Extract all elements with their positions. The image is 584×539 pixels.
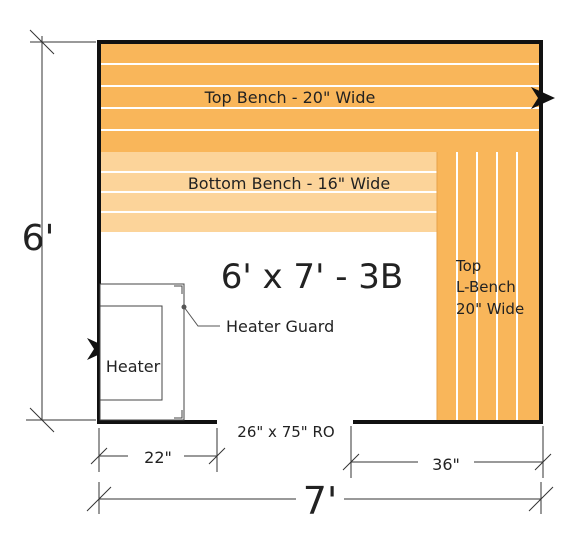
l-bench-label-line1: Top <box>455 257 481 275</box>
height-dimension-label: 6' <box>22 218 55 259</box>
l-bench <box>436 152 541 422</box>
width-dimension-label: 7' <box>303 479 338 523</box>
bottom-bench <box>99 152 437 232</box>
plan-title: 6' x 7' - 3B <box>221 257 404 297</box>
left-offset-label: 22" <box>144 448 172 467</box>
heater-label: Heater <box>106 357 161 376</box>
l-bench-label-line2: L-Bench <box>456 278 516 296</box>
heater-guard-label: Heater Guard <box>226 317 334 336</box>
top-bench <box>99 42 541 152</box>
arrow-marker-left <box>87 338 111 360</box>
arrow-marker-right <box>531 87 555 109</box>
l-bench-label-line3: 20" Wide <box>456 300 524 318</box>
door-ro-label: 26" x 75" RO <box>237 423 334 441</box>
heater-guard-leader <box>183 306 220 327</box>
heater <box>99 305 163 401</box>
bottom-bench-label: Bottom Bench - 16" Wide <box>188 174 390 193</box>
top-bench-label: Top Bench - 20" Wide <box>204 88 376 107</box>
height-dimension <box>26 29 96 433</box>
left-offset-dimension <box>90 428 226 472</box>
right-offset-label: 36" <box>432 455 460 474</box>
